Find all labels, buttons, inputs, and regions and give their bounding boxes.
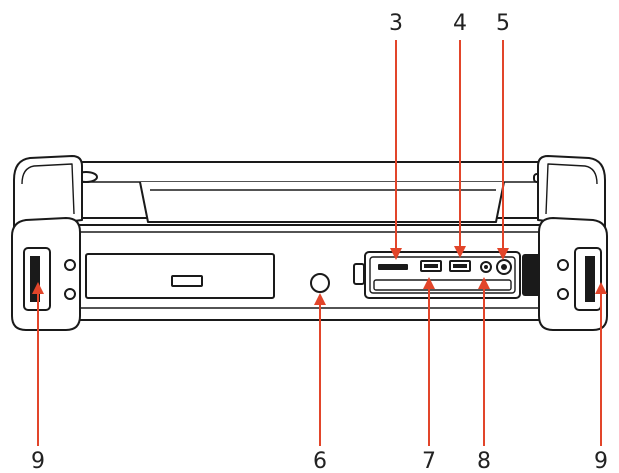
port-door-hinge — [353, 263, 365, 285]
left-bumper-top-inner — [21, 163, 75, 215]
callout-6: 6 — [313, 449, 327, 473]
left-bumper-top — [13, 155, 83, 229]
callout-7: 7 — [422, 449, 436, 473]
top-vent-slot — [139, 181, 505, 223]
port-panel-lower-strip — [373, 279, 512, 291]
card-slot — [378, 264, 408, 270]
right-bumper-top-inner — [545, 163, 598, 215]
audio-jack-hole — [484, 265, 488, 269]
port-panel — [364, 251, 521, 299]
arrow-3 — [390, 248, 402, 260]
right-bumper-top — [537, 155, 606, 229]
left-bumper — [11, 155, 83, 331]
usb-port-1-tongue — [424, 264, 438, 268]
dc-in-pin — [501, 264, 507, 270]
left-handle-grip — [30, 256, 40, 302]
arrow-4 — [454, 246, 466, 258]
arrow-7 — [423, 277, 435, 289]
arrow-9-left — [32, 282, 44, 294]
callout-8: 8 — [477, 449, 491, 473]
right-screw-bottom — [557, 288, 569, 300]
left-screw-bottom — [64, 288, 76, 300]
right-handle-grip — [585, 256, 595, 302]
arrow-9-right — [595, 282, 607, 294]
callout-9-left: 9 — [31, 449, 45, 473]
left-compartment-latch — [171, 275, 203, 287]
power-button — [310, 273, 330, 293]
leader-lines — [32, 40, 607, 446]
left-screw-top — [64, 259, 76, 271]
arrow-8 — [478, 277, 490, 289]
callout-4: 4 — [453, 11, 467, 36]
right-bumper — [537, 155, 608, 331]
right-screw-top — [557, 259, 569, 271]
callout-3: 3 — [389, 11, 403, 36]
arrow-6 — [314, 293, 326, 305]
arrow-5 — [497, 248, 509, 260]
callout-9-right: 9 — [594, 449, 608, 473]
device-outline — [11, 155, 608, 331]
usb-port-2-tongue — [453, 264, 467, 268]
callout-5: 5 — [496, 11, 510, 36]
port-panel-inner — [369, 256, 516, 294]
callout-labels: 3 4 5 6 7 8 9 9 — [31, 11, 608, 473]
